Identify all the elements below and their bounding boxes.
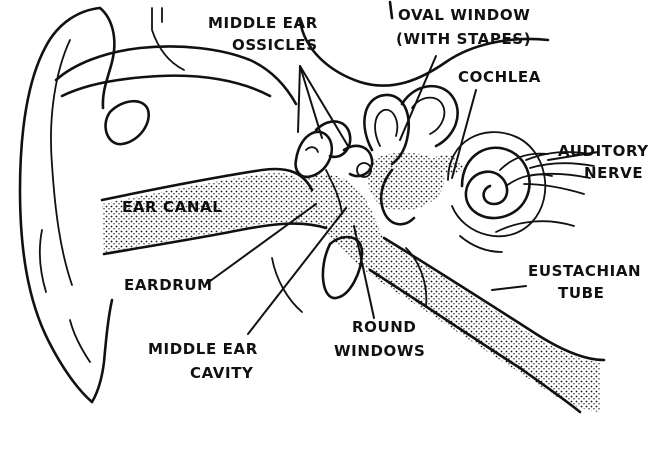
label-ear-canal: EAR CANAL	[122, 198, 222, 216]
label-eustachian-tube: EUSTACHIAN TUBE	[528, 262, 641, 302]
label-oval-window-line1: OVAL WINDOW	[398, 6, 530, 24]
label-middle-ear-ossicles: MIDDLE EAR OSSICLES	[208, 14, 318, 54]
label-middle-ear-ossicles-line2: OSSICLES	[232, 36, 318, 54]
label-eardrum: EARDRUM	[124, 276, 213, 294]
label-round-windows: ROUND WINDOWS	[334, 318, 425, 360]
label-middle-ear-ossicles-line1: MIDDLE EAR	[208, 14, 318, 32]
label-round-windows-line1: ROUND	[352, 318, 417, 336]
outer-ear-pinna	[20, 8, 114, 402]
label-cochlea: COCHLEA	[458, 68, 541, 86]
label-oval-window-line2: (WITH STAPES)	[396, 30, 531, 48]
label-round-windows-line2: WINDOWS	[334, 342, 425, 360]
label-auditory-nerve: AUDITORY NERVE	[558, 142, 649, 182]
label-middle-ear-cavity-line1: MIDDLE EAR	[148, 340, 258, 358]
label-auditory-nerve-line1: AUDITORY	[558, 142, 649, 160]
label-middle-ear-cavity: MIDDLE EAR CAVITY	[148, 340, 258, 382]
label-eustachian-tube-line2: TUBE	[558, 284, 605, 302]
label-eustachian-tube-line1: EUSTACHIAN	[528, 262, 641, 280]
label-oval-window: OVAL WINDOW (WITH STAPES)	[396, 6, 531, 48]
label-middle-ear-cavity-line2: CAVITY	[190, 364, 254, 382]
label-auditory-nerve-line2: NERVE	[584, 164, 643, 182]
